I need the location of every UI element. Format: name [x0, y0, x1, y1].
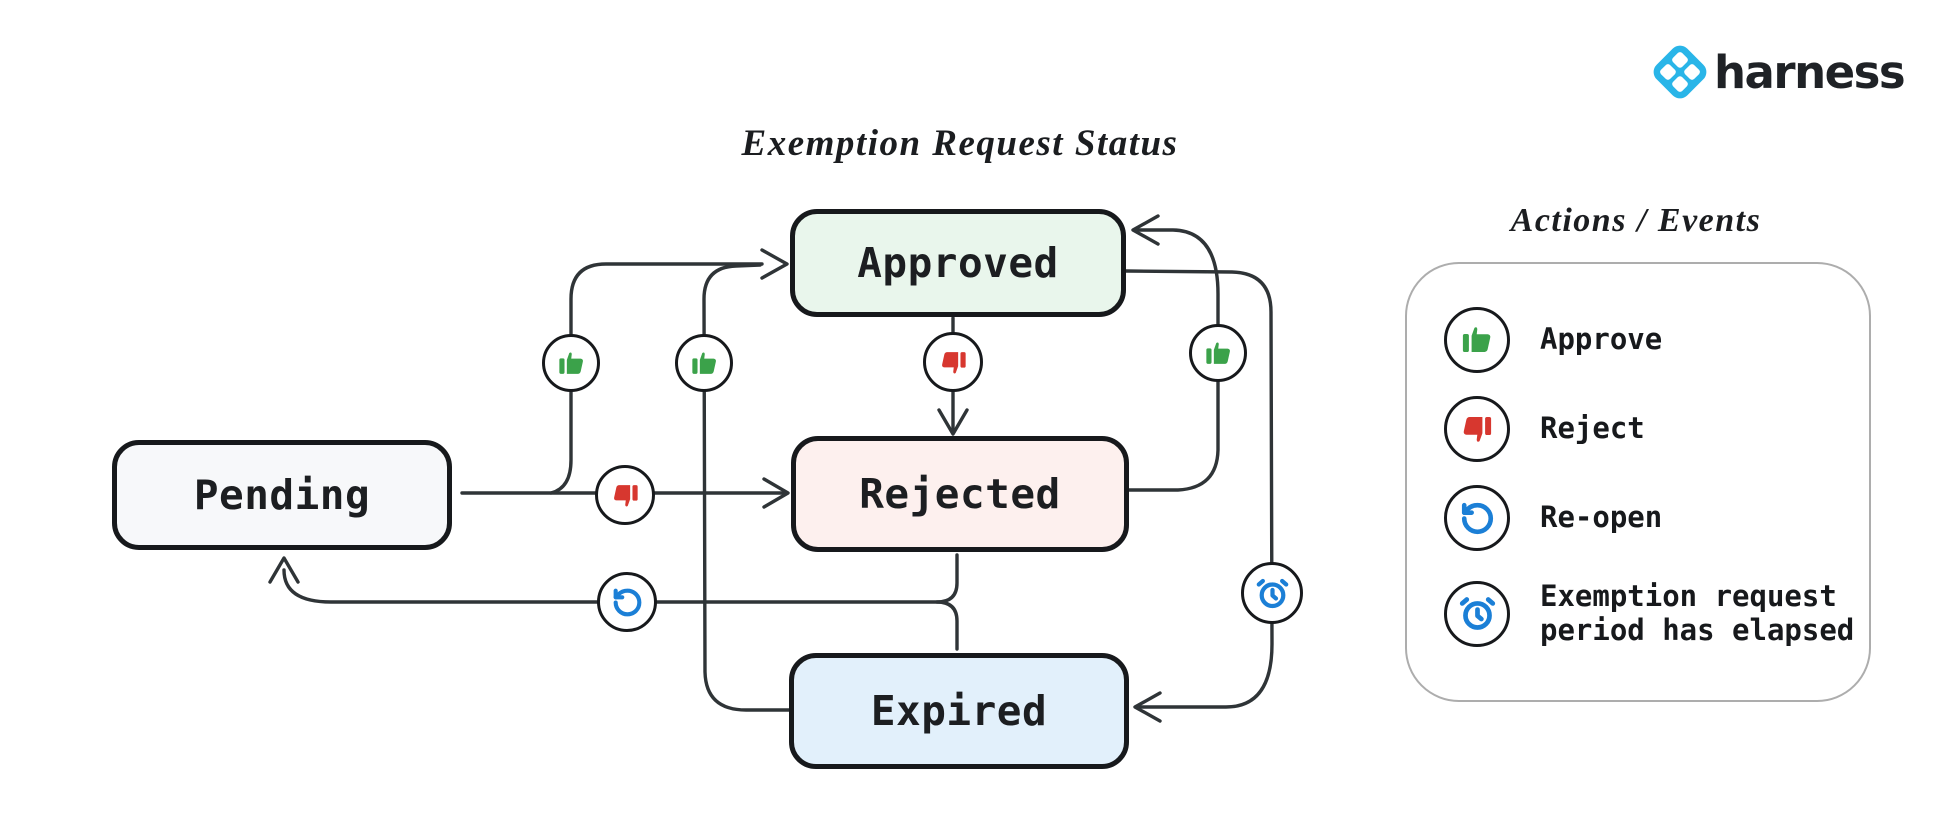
state-label-rejected: Rejected — [859, 470, 1061, 518]
reject-badge-approved-rejected — [923, 332, 983, 392]
alarm-badge-approved-expired — [1241, 562, 1303, 624]
page-title: Exemption Request Status — [741, 123, 1179, 164]
thumbs-down-icon — [1463, 417, 1492, 442]
legend-reopen-badge — [1444, 485, 1510, 551]
state-box-rejected: Rejected — [791, 436, 1129, 552]
arrowhead-into-approved-left — [760, 248, 789, 280]
edge-expired-approved — [702, 263, 791, 712]
state-label-expired: Expired — [870, 687, 1048, 735]
thumbs-down-icon — [613, 484, 638, 506]
arrowhead-into-expired-right — [1133, 691, 1162, 723]
thumbs-up-icon — [558, 352, 583, 374]
legend-label-approve: Approve — [1540, 322, 1663, 357]
thumbs-down-icon — [941, 351, 966, 373]
approve-badge-pending-approved — [542, 334, 600, 392]
legend-label-reopen: Re-open — [1540, 500, 1663, 535]
arrowhead-into-pending-bottom — [268, 556, 300, 584]
state-label-pending: Pending — [193, 471, 371, 519]
reopen-badge-rejected-pending — [597, 572, 657, 632]
legend-label-elapsed: Exemption request period has elapsed — [1540, 579, 1855, 647]
alarm-clock-icon — [1458, 594, 1497, 633]
legend-item-elapsed: Exemption request period has elapsed — [1444, 579, 1888, 647]
legend-reject-badge — [1444, 396, 1510, 462]
harness-logo-text: harness — [1714, 45, 1906, 99]
state-box-approved: Approved — [790, 209, 1126, 317]
reject-badge-pending-rejected — [595, 465, 655, 525]
state-box-expired: Expired — [789, 653, 1129, 769]
legend-label-reject: Reject — [1540, 411, 1645, 446]
state-box-pending: Pending — [112, 440, 452, 550]
legend-alarm-badge — [1444, 580, 1510, 647]
thumbs-up-icon — [1205, 342, 1230, 364]
legend-item-reject: Reject — [1444, 396, 1645, 462]
approve-badge-rejected-approved — [1189, 324, 1247, 382]
state-label-approved: Approved — [857, 239, 1059, 287]
legend-item-reopen: Re-open — [1444, 485, 1662, 551]
arrowhead-into-approved-right — [1131, 214, 1160, 246]
harness-logo-icon — [1653, 45, 1707, 99]
edge-pending-approved — [549, 262, 764, 495]
harness-logo: harness — [1648, 40, 1906, 104]
rotate-ccw-icon — [611, 586, 644, 619]
alarm-clock-icon — [1255, 576, 1290, 611]
thumbs-up-icon — [1462, 327, 1491, 352]
edge-fork-to-expired — [935, 600, 959, 651]
thumbs-up-icon — [691, 352, 716, 374]
arrowhead-into-rejected-top — [937, 408, 969, 436]
approve-badge-expired-approved — [675, 334, 733, 392]
edge-rejected-approved — [1127, 228, 1220, 492]
edge-approved-expired — [1124, 269, 1274, 709]
rotate-ccw-icon — [1459, 500, 1496, 537]
arrowhead-into-rejected-left — [762, 477, 790, 509]
legend-approve-badge — [1444, 307, 1510, 373]
legend-title: Actions / Events — [1510, 202, 1762, 239]
legend-item-approve: Approve — [1444, 307, 1662, 373]
